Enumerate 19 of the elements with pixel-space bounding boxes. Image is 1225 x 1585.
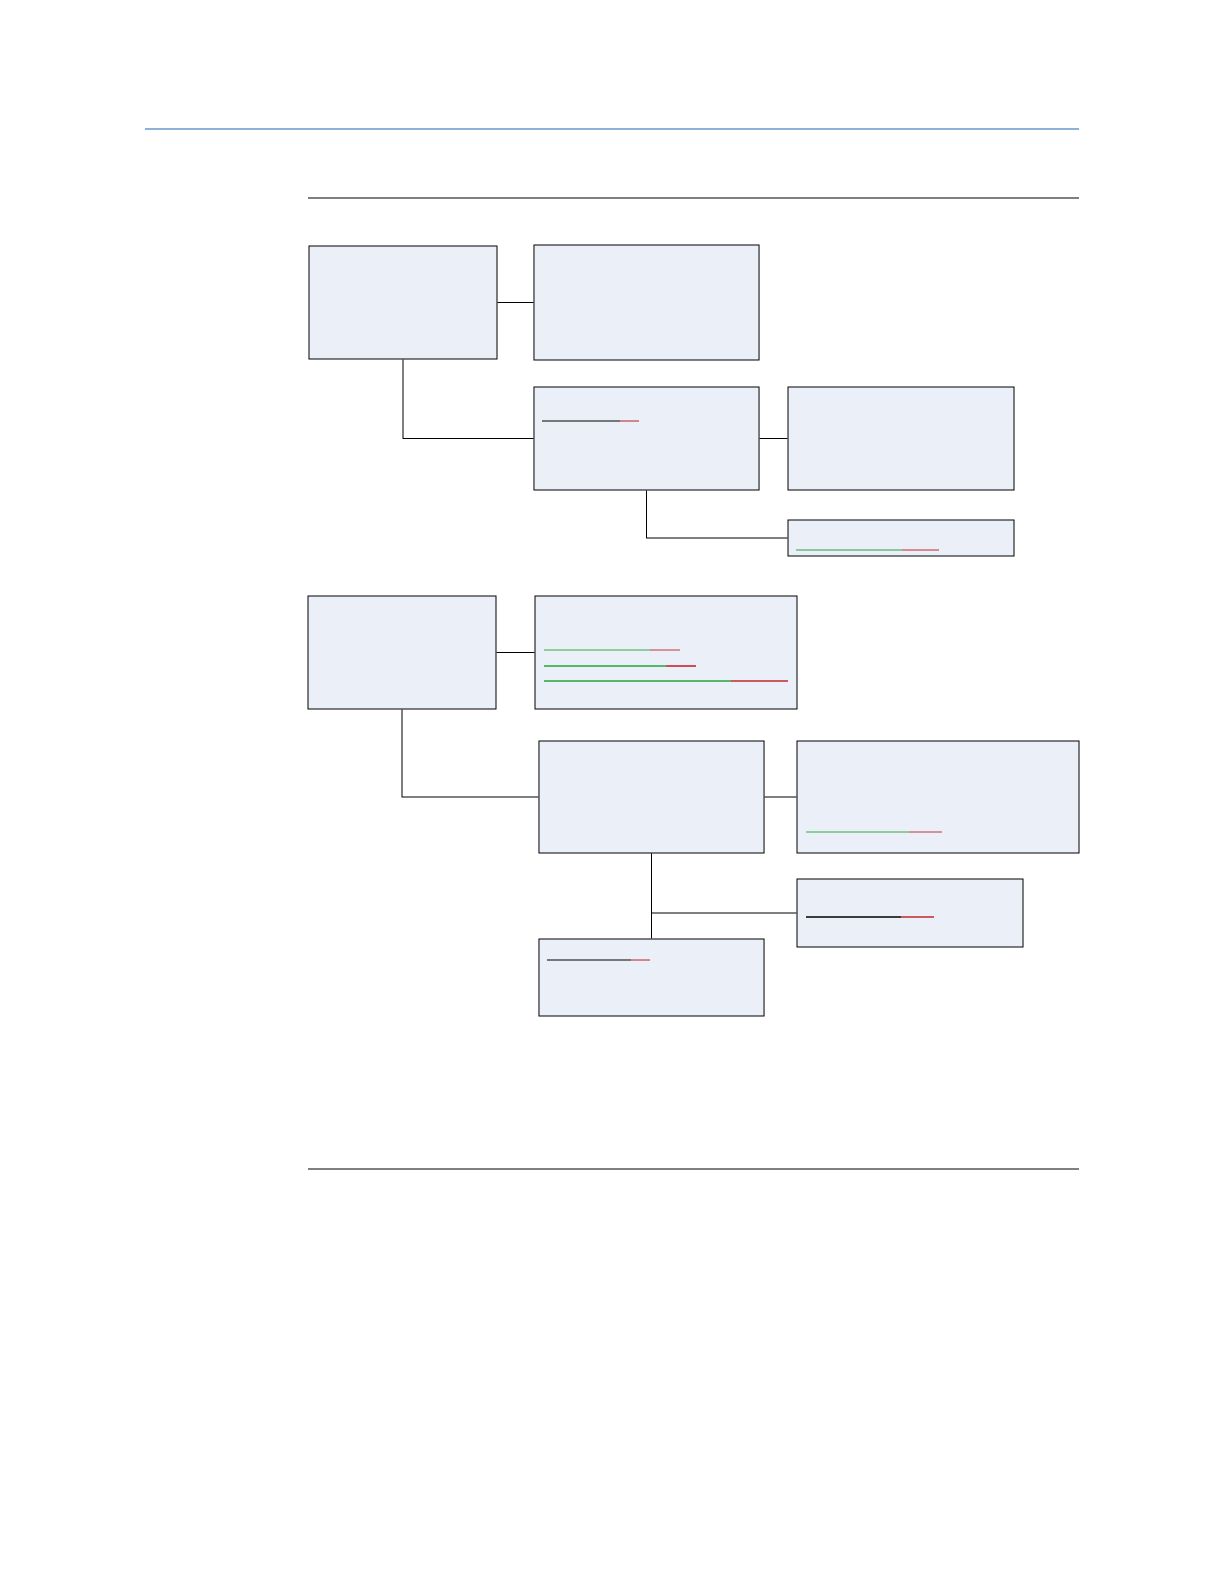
connector-line: [496, 652, 535, 653]
empty-box: [307, 595, 497, 710]
empty-box: [538, 938, 765, 1017]
connector-line: [764, 796, 797, 798]
connector-line: [402, 359, 534, 439]
empty-box: [534, 595, 798, 710]
empty-box: [533, 386, 760, 491]
connector-line: [759, 438, 788, 439]
empty-box: [796, 740, 1080, 854]
connector-line: [646, 489, 788, 539]
empty-box: [787, 386, 1015, 491]
empty-box: [533, 244, 760, 361]
connector-line: [651, 853, 652, 939]
empty-box: [308, 245, 498, 360]
empty-box: [538, 740, 765, 854]
empty-box: [787, 519, 1015, 557]
connector-line: [497, 302, 534, 303]
empty-box: [796, 878, 1024, 948]
connector-line: [401, 709, 539, 798]
